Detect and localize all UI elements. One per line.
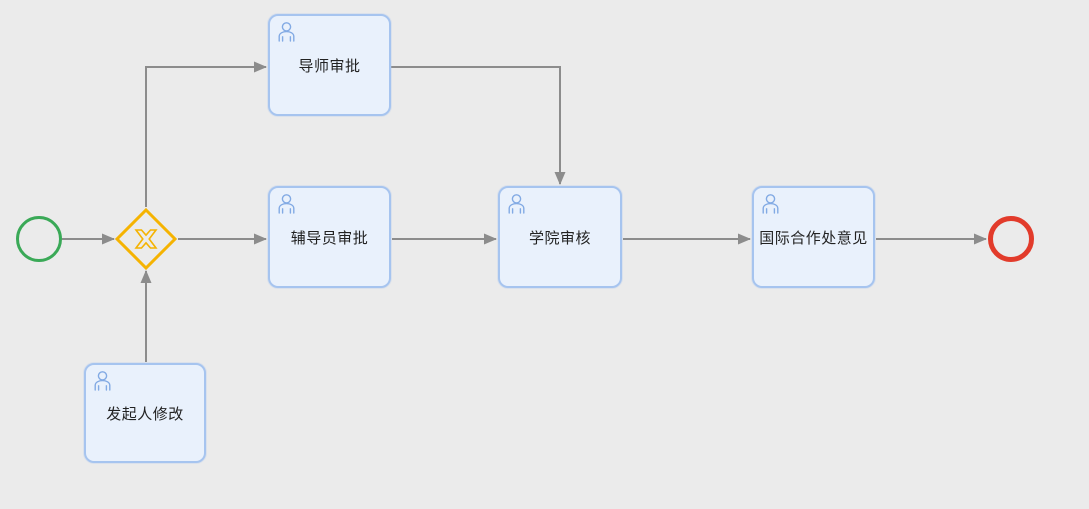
user-icon bbox=[278, 22, 295, 42]
user-icon bbox=[508, 194, 525, 214]
task-label: 发起人修改 bbox=[106, 405, 184, 423]
exclusive-gateway[interactable] bbox=[115, 208, 177, 270]
task-initiator-revise[interactable]: 发起人修改 bbox=[84, 363, 206, 463]
task-tutor-approval[interactable]: 导师审批 bbox=[268, 14, 391, 116]
task-label: 学院审核 bbox=[528, 229, 591, 247]
task-label: 导师审批 bbox=[298, 57, 361, 75]
task-intl-cooperation-office-opinion[interactable]: 国际合作处意见 bbox=[752, 186, 875, 288]
task-label: 国际合作处意见 bbox=[759, 229, 868, 247]
start-event[interactable] bbox=[16, 216, 62, 262]
gateway-diamond[interactable] bbox=[115, 208, 177, 270]
flow-gateway-to-tutor-approval[interactable] bbox=[145, 61, 267, 207]
task-college-review[interactable]: 学院审核 bbox=[498, 186, 622, 288]
task-label: 辅导员审批 bbox=[290, 229, 369, 247]
gateway-x-marker bbox=[134, 229, 158, 249]
flow-tutor-approval-to-college-review[interactable] bbox=[391, 66, 566, 185]
user-icon bbox=[762, 194, 779, 214]
user-icon bbox=[94, 371, 111, 391]
user-icon bbox=[278, 194, 295, 214]
end-event[interactable] bbox=[988, 216, 1034, 262]
task-counselor-approval[interactable]: 辅导员审批 bbox=[268, 186, 391, 288]
